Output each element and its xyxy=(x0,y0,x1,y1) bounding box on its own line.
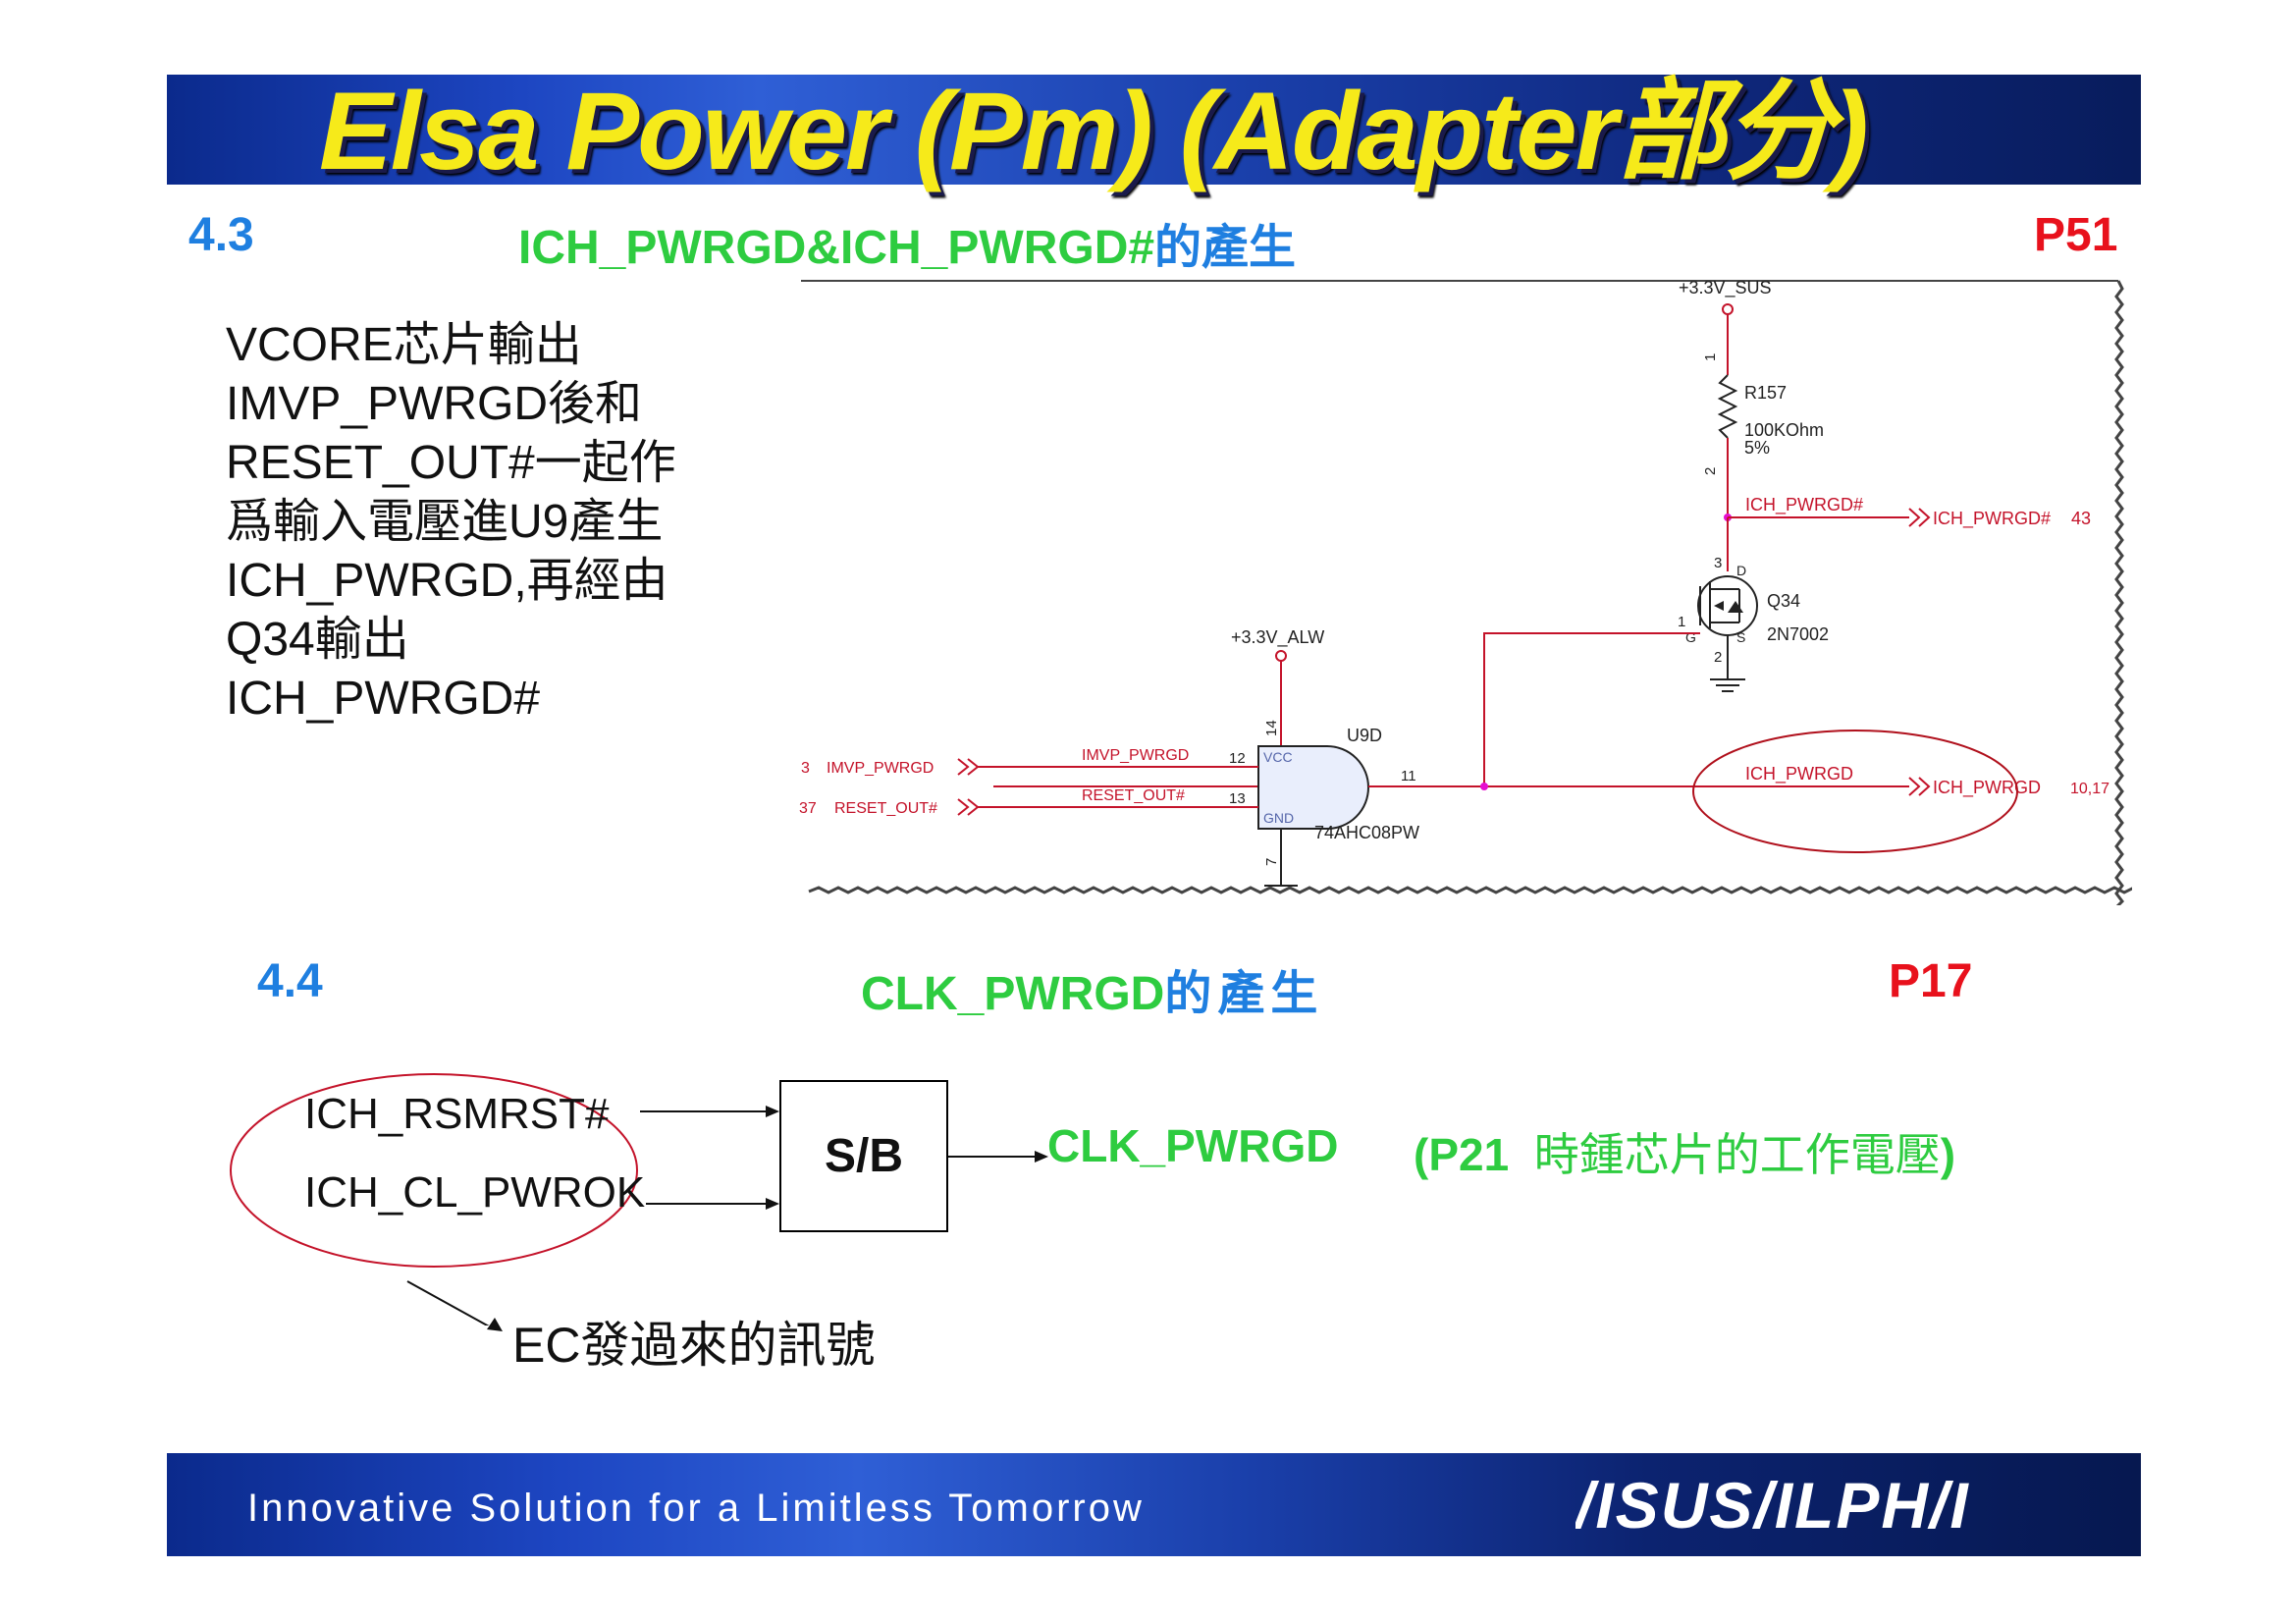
net-label-in2: RESET_OUT# xyxy=(1082,787,1185,804)
u9d-part: 74AHC08PW xyxy=(1314,823,1419,842)
q34-ref: Q34 xyxy=(1767,591,1800,611)
net-label-in1: IMVP_PWRGD xyxy=(1082,747,1189,764)
logo-text: /ISUS/ILPH/I xyxy=(1575,1473,1970,1542)
offpage-page-pwrgd-n: 43 xyxy=(2071,509,2091,528)
arrow-rsmrst-head xyxy=(766,1106,779,1117)
r157-tolerance: 5% xyxy=(1744,438,1770,458)
r157-pin1: 1 xyxy=(1702,353,1719,361)
description-line: Q34輸出 xyxy=(226,614,409,666)
in2-offpage-arrow xyxy=(957,798,980,816)
rail-label-3v3-sus: +3.3V_SUS xyxy=(1679,278,1772,298)
r157-pin2: 2 xyxy=(1702,467,1719,475)
q34-drain-source xyxy=(1710,588,1740,623)
u9d-pin-gnd: 7 xyxy=(1263,858,1280,866)
junction-pwrgd xyxy=(1480,783,1488,790)
u9d-pin-b: 13 xyxy=(1229,790,1246,807)
highlight-ellipse-pwrgd xyxy=(1692,730,2018,853)
net-label-pwrgd-n: ICH_PWRGD# xyxy=(1745,495,1863,515)
footer-banner xyxy=(167,1453,2141,1556)
rail-connector-alw xyxy=(1275,650,1287,662)
input-ich-cl-pwrok: ICH_CL_PWROK xyxy=(304,1168,646,1217)
offpage-pages-pwrgd: 10,17 xyxy=(2070,781,2109,797)
arrow-clk-out xyxy=(948,1151,1048,1163)
u9d-pin-vcc: 14 xyxy=(1263,720,1280,736)
q34-body-diode xyxy=(1728,601,1743,613)
q34-channel-arrow xyxy=(1714,601,1724,611)
description-line: RESET_OUT#一起作 xyxy=(226,437,676,489)
sb-block xyxy=(779,1080,948,1232)
arrow-ec-note-head xyxy=(487,1318,503,1331)
q34-body xyxy=(1697,575,1758,636)
r157-resistor-symbol xyxy=(1717,374,1738,439)
section-number-4-4: 4.4 xyxy=(257,955,323,1007)
description-line: 爲輸入電壓進U9產生 xyxy=(226,496,664,548)
page-ref-p17: P17 xyxy=(1889,955,1973,1007)
in2-offpage-label: RESET_OUT# xyxy=(834,800,937,817)
in1-page: 3 xyxy=(801,760,810,777)
r157-value: 100KOhm xyxy=(1744,420,1824,440)
section-title-latin: ICH_PWRGD&ICH_PWRGD# xyxy=(518,222,1155,274)
in2-page: 37 xyxy=(799,800,817,817)
description-line: VCORE芯片輸出 xyxy=(226,319,582,371)
q34-pin-source: 2 xyxy=(1714,649,1722,666)
rail-connector-sus xyxy=(1722,303,1734,315)
input-ich-rsmrst: ICH_RSMRST# xyxy=(304,1090,610,1138)
q34-pin-drain: 3 xyxy=(1714,555,1722,571)
schematic-torn-bottom-edge xyxy=(808,886,2132,894)
header-banner xyxy=(167,75,2141,185)
arrow-clpwrok-head xyxy=(766,1198,779,1210)
section-title-latin: CLK_PWRGD xyxy=(861,968,1165,1020)
net-label-pwrgd: ICH_PWRGD xyxy=(1745,764,1853,784)
slide-title: Elsa Power (Pm) (Adapter部分) xyxy=(319,70,1869,192)
u9d-vcc-label: VCC xyxy=(1263,749,1293,765)
rail-label-3v3-alw: +3.3V_ALW xyxy=(1231,627,1324,648)
offpage-label-pwrgd: ICH_PWRGD xyxy=(1933,778,2041,798)
page-ref-p51: P51 xyxy=(2034,209,2118,261)
q34-pin-gate: 1 xyxy=(1678,614,1685,630)
in1-offpage-label: IMVP_PWRGD xyxy=(827,760,934,777)
offpage-arrow-pwrgd xyxy=(1908,777,1931,796)
description-text: VCORE芯片輸出 IMVP_PWRGD後和 RESET_OUT#一起作 爲輸入… xyxy=(226,316,676,729)
u9d-gnd-label: GND xyxy=(1263,810,1294,826)
footer-slogan: Innovative Solution for a Limitless Tomo… xyxy=(247,1487,1145,1530)
u9d-pin-out: 11 xyxy=(1401,768,1416,784)
clk-note-prefix: (P21 xyxy=(1414,1129,1510,1180)
description-line: ICH_PWRGD# xyxy=(226,673,541,725)
section-title-cjk: 的產生 xyxy=(1164,966,1324,1021)
offpage-arrow-pwrgd-n xyxy=(1908,508,1931,527)
u9d-ref: U9D xyxy=(1347,726,1382,745)
arrow-ec-note-line xyxy=(406,1280,490,1325)
ich-pwrgd-schematic: +3.3V_SUS 1 R157 100KOhm 5% 2 ICH_PWRGD#… xyxy=(799,278,2132,905)
section-title-cjk: 的產生 xyxy=(1154,220,1297,275)
q34-label-s: S xyxy=(1736,629,1745,645)
clk-note: (P21 時鍾芯片的工作電壓) xyxy=(1414,1119,1955,1184)
offpage-label-pwrgd-n: ICH_PWRGD# xyxy=(1933,509,2051,529)
q34-label-g: G xyxy=(1685,629,1696,645)
clk-note-suffix: ) xyxy=(1940,1129,1956,1180)
schematic-torn-right-edge xyxy=(2114,280,2124,905)
wire-pwrgd-to-gate xyxy=(993,632,1700,787)
asus-alpha-logo: /ISUS/ILPH/I xyxy=(1575,1473,1970,1542)
ground-symbol-q34 xyxy=(1710,678,1745,692)
clk-note-cjk: 時鍾芯片的工作電壓 xyxy=(1533,1128,1941,1181)
highlight-ellipse-inputs xyxy=(230,1073,638,1268)
clk-pwrgd-block-diagram xyxy=(230,1073,779,1325)
section-title-4-4: CLK_PWRGD的產生 xyxy=(861,954,1323,1023)
sb-block-label: S/B xyxy=(824,1130,903,1182)
section-number-4-3: 4.3 xyxy=(188,209,254,261)
output-clk-pwrgd: CLK_PWRGD xyxy=(1047,1120,1339,1171)
description-line: ICH_PWRGD,再經由 xyxy=(226,555,668,607)
u9d-and-gate xyxy=(1257,745,1369,830)
r157-ref: R157 xyxy=(1744,383,1787,403)
q34-part: 2N7002 xyxy=(1767,624,1829,644)
q34-label-d: D xyxy=(1736,563,1746,578)
description-line: IMVP_PWRGD後和 xyxy=(226,378,643,430)
in1-offpage-arrow xyxy=(957,758,980,776)
ec-signal-note: EC發過來的訊號 xyxy=(512,1318,876,1373)
section-title-4-3: ICH_PWRGD&ICH_PWRGD#的產生 xyxy=(518,208,1296,277)
u9d-pin-a: 12 xyxy=(1229,750,1246,767)
